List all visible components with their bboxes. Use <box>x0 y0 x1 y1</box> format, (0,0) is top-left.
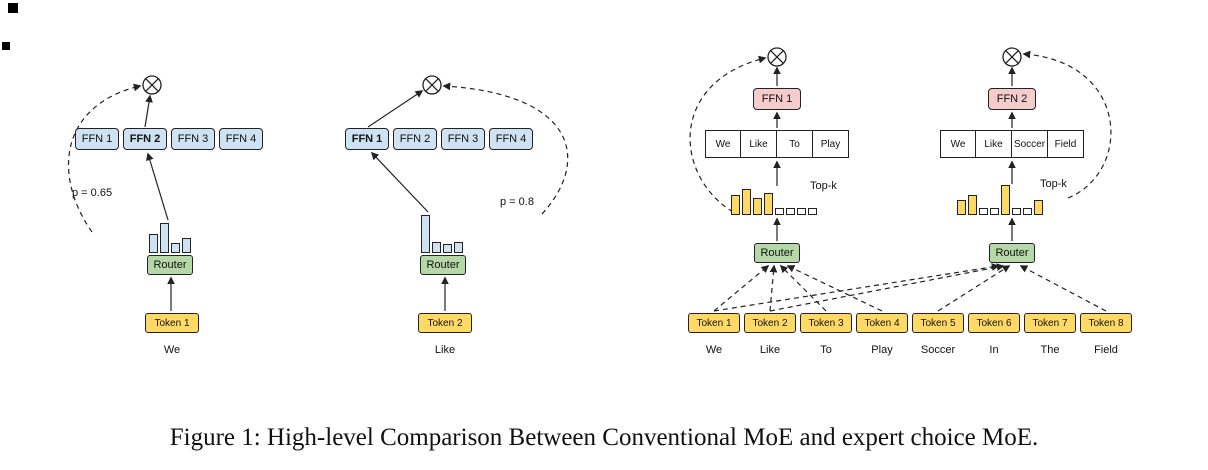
prob-bar <box>432 242 441 253</box>
token-box: Token 3 <box>800 313 852 333</box>
prob-bar <box>797 208 806 215</box>
probability-label: p = 0.65 <box>72 187 113 199</box>
router-prob-bars <box>149 221 191 253</box>
topk-prob-bars <box>731 187 817 215</box>
selected-words-table: We Like Soccer Field <box>940 130 1084 158</box>
selected-words-table: We Like To Play <box>705 130 849 158</box>
word-cell: Field <box>1048 130 1084 158</box>
prob-bar <box>149 234 158 253</box>
router-box: Router <box>147 255 193 275</box>
prob-bar <box>1012 208 1021 215</box>
prob-bar <box>182 238 191 253</box>
ffn-box: FFN 4 <box>219 128 263 150</box>
word-cell: Like <box>741 130 777 158</box>
token-word: Like <box>434 344 456 356</box>
ffn-box: FFN 1 <box>753 88 801 110</box>
prob-bar <box>160 223 169 253</box>
word-cell: To <box>777 130 813 158</box>
token-box: Token 8 <box>1080 313 1132 333</box>
word-cell: We <box>940 130 976 158</box>
word-cell: Like <box>976 130 1012 158</box>
prob-bar <box>742 189 751 215</box>
token-word: We <box>163 344 181 356</box>
ffn-box-selected: FFN 1 <box>345 128 389 150</box>
router-box: Router <box>989 243 1035 263</box>
stray-mark <box>8 3 18 13</box>
token-word: To <box>820 344 832 356</box>
prob-bar <box>979 208 988 215</box>
prob-bar <box>753 198 762 215</box>
token-word: Soccer <box>920 344 956 356</box>
prob-bar <box>731 195 740 215</box>
router-box: Router <box>754 243 800 263</box>
dashed-arrows <box>67 50 1112 312</box>
prob-bar <box>1034 200 1043 215</box>
token-word: We <box>705 344 723 356</box>
ffn-box: FFN 1 <box>75 128 119 150</box>
prob-bar <box>968 195 977 215</box>
probability-label: p = 0.8 <box>500 196 534 208</box>
token-word: The <box>1040 344 1060 356</box>
token-box: Token 4 <box>856 313 908 333</box>
multiply-icon <box>767 47 787 67</box>
ffn-box: FFN 3 <box>171 128 215 150</box>
multiply-icon <box>1002 47 1022 67</box>
token-box: Token 5 <box>912 313 964 333</box>
prob-bar <box>775 208 784 215</box>
topk-label: Top-k <box>1040 178 1067 190</box>
token-box: Token 6 <box>968 313 1020 333</box>
word-cell: Play <box>813 130 849 158</box>
topk-label: Top-k <box>810 180 837 192</box>
multiply-icon <box>422 75 442 95</box>
token-word: Like <box>759 344 781 356</box>
prob-bar <box>171 243 180 253</box>
prob-bar <box>957 200 966 215</box>
token-box: Token 1 <box>145 313 199 333</box>
token-box: Token 2 <box>744 313 796 333</box>
stray-mark <box>2 42 10 50</box>
prob-bar <box>764 193 773 215</box>
ffn-box: FFN 2 <box>988 88 1036 110</box>
token-word: In <box>989 344 999 356</box>
figure-caption: Figure 1: High-level Comparison Between … <box>169 424 1039 451</box>
prob-bar <box>1023 208 1032 215</box>
token-box: Token 7 <box>1024 313 1076 333</box>
prob-bar <box>443 244 452 253</box>
multiply-icon <box>142 75 162 95</box>
router-box: Router <box>420 255 466 275</box>
ffn-box: FFN 4 <box>489 128 533 150</box>
prob-bar <box>808 208 817 215</box>
word-cell: We <box>705 130 741 158</box>
ffn-box-selected: FFN 2 <box>123 128 167 150</box>
router-prob-bars <box>421 213 463 253</box>
token-box: Token 2 <box>418 313 472 333</box>
solid-arrows <box>144 66 1016 311</box>
prob-bar <box>1001 185 1010 215</box>
token-box: Token 1 <box>688 313 740 333</box>
prob-bar <box>454 242 463 253</box>
prob-bar <box>786 208 795 215</box>
multiply-icons <box>142 47 1022 95</box>
prob-bar <box>421 215 430 253</box>
word-cell: Soccer <box>1012 130 1048 158</box>
ffn-box: FFN 2 <box>393 128 437 150</box>
prob-bar <box>990 208 999 215</box>
topk-prob-bars <box>957 185 1043 215</box>
ffn-box: FFN 3 <box>441 128 485 150</box>
token-word: Play <box>871 344 893 356</box>
token-word: Field <box>1094 344 1118 356</box>
